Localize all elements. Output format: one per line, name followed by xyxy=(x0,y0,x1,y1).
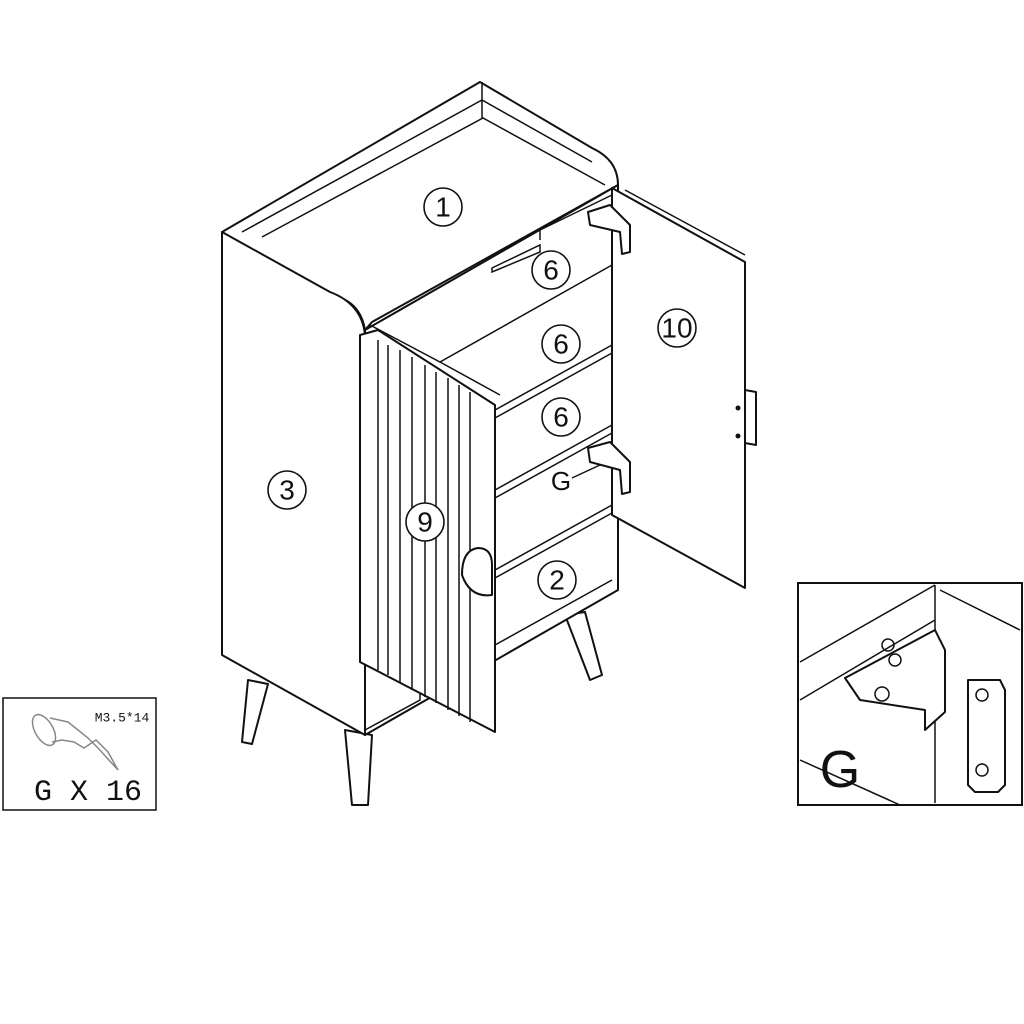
part-number: 10 xyxy=(661,313,692,344)
hinge-detail-inset: G xyxy=(797,582,1023,806)
hinge-callout-label: G xyxy=(551,466,571,496)
left-door-handle[interactable] xyxy=(461,547,493,597)
shelf-2 xyxy=(494,424,613,499)
inset-hinge-plate-icon xyxy=(967,679,1006,793)
inset-screw-icon xyxy=(975,763,989,777)
part-label-6c: 6 xyxy=(541,397,581,437)
part-label-2: 2 xyxy=(537,560,577,600)
hinge-icon xyxy=(571,204,631,495)
right-door[interactable] xyxy=(611,187,757,589)
part-label-3: 3 xyxy=(267,470,307,510)
inset-hinge-arm-icon xyxy=(844,629,946,731)
part-number: 2 xyxy=(549,565,565,596)
part-number: 6 xyxy=(553,329,569,360)
right-door-handle[interactable] xyxy=(744,389,757,446)
screw-icon xyxy=(31,713,119,771)
part-number: 3 xyxy=(279,475,295,506)
inset-label: G xyxy=(820,741,860,799)
part-number: 1 xyxy=(435,192,451,223)
part-number: 6 xyxy=(543,255,559,286)
upper-hinge-icon xyxy=(587,204,631,255)
part-label-10: 10 xyxy=(657,308,697,348)
part-label-6a: 6 xyxy=(531,250,571,290)
inset-screw-icon xyxy=(874,686,890,702)
hinge-callout-leader xyxy=(571,464,601,479)
lower-hinge-icon xyxy=(587,441,631,495)
part-label-6b: 6 xyxy=(541,324,581,364)
part-label-9: 9 xyxy=(405,502,445,542)
part-number: 9 xyxy=(417,507,433,538)
inset-screw-icon xyxy=(975,688,989,702)
legs xyxy=(241,611,603,806)
part-number: 6 xyxy=(553,402,569,433)
handle-screw-hole-icon xyxy=(735,433,741,439)
leg-back-left xyxy=(241,679,269,745)
leg-front-left xyxy=(344,729,373,806)
bottom-panel xyxy=(494,579,613,646)
handle-screw-hole-icon xyxy=(735,405,741,411)
top-rail xyxy=(491,194,613,274)
part-label-1: 1 xyxy=(423,187,463,227)
shelf-1 xyxy=(494,344,613,419)
inset-screw-icon xyxy=(881,638,895,652)
screw-quantity: G X 16 xyxy=(34,776,142,810)
inset-screw-icon xyxy=(888,653,902,667)
leg-right xyxy=(564,611,603,681)
shelf-3 xyxy=(494,504,613,579)
screw-box: M3.5*14 G X 16 xyxy=(2,697,157,811)
screw-size: M3.5*14 xyxy=(95,711,150,726)
